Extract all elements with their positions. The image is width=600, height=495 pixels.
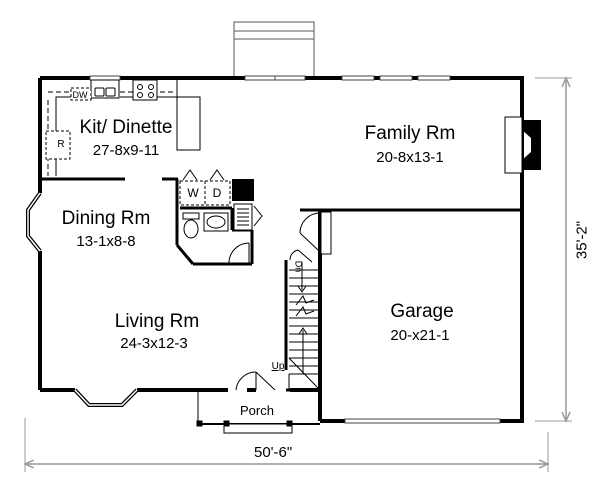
- washer-label: W: [187, 186, 199, 200]
- room-label-dining: Dining Rm: [61, 208, 151, 229]
- fireplace: [504, 116, 541, 174]
- porch: [196, 392, 320, 434]
- dishwasher-label: DW: [72, 90, 88, 100]
- room-size-living: 24-3x12-3: [120, 335, 188, 352]
- stairs-up-label: Up: [271, 361, 285, 372]
- refrigerator-label: R: [57, 139, 65, 150]
- dryer-label: D: [212, 186, 222, 200]
- windows: [89, 75, 501, 424]
- room-label-garage: Garage: [390, 301, 454, 322]
- room-size-dining: 13-1x8-8: [76, 233, 136, 250]
- kitchen-counters: [45, 79, 201, 176]
- room-label-living: Living Rm: [114, 311, 200, 332]
- chimney-block: [232, 179, 254, 201]
- overall-depth-dimension: 35'-2": [573, 220, 591, 260]
- stairs-down-label: Dn: [293, 260, 304, 273]
- rear-steps: [233, 21, 315, 79]
- living-bay-window: [73, 388, 139, 407]
- bath-fixtures: [182, 203, 263, 264]
- dimension-lines: [23, 76, 572, 472]
- washer-dryer: [179, 169, 231, 206]
- room-size-kitchen: 27-8x9-11: [92, 142, 160, 159]
- room-label-kitchen: Kit/ Dinette: [79, 117, 173, 138]
- room-label-family: Family Rm: [364, 123, 456, 144]
- staircase: [288, 211, 332, 390]
- front-door: [235, 371, 276, 391]
- overall-width-dimension: 50'-6": [254, 444, 293, 461]
- room-size-family: 20-8x13-1: [376, 149, 444, 166]
- room-label-porch: Porch: [240, 403, 274, 418]
- room-size-garage: 20-x21-1: [390, 327, 450, 344]
- dining-bay-window: [26, 191, 42, 253]
